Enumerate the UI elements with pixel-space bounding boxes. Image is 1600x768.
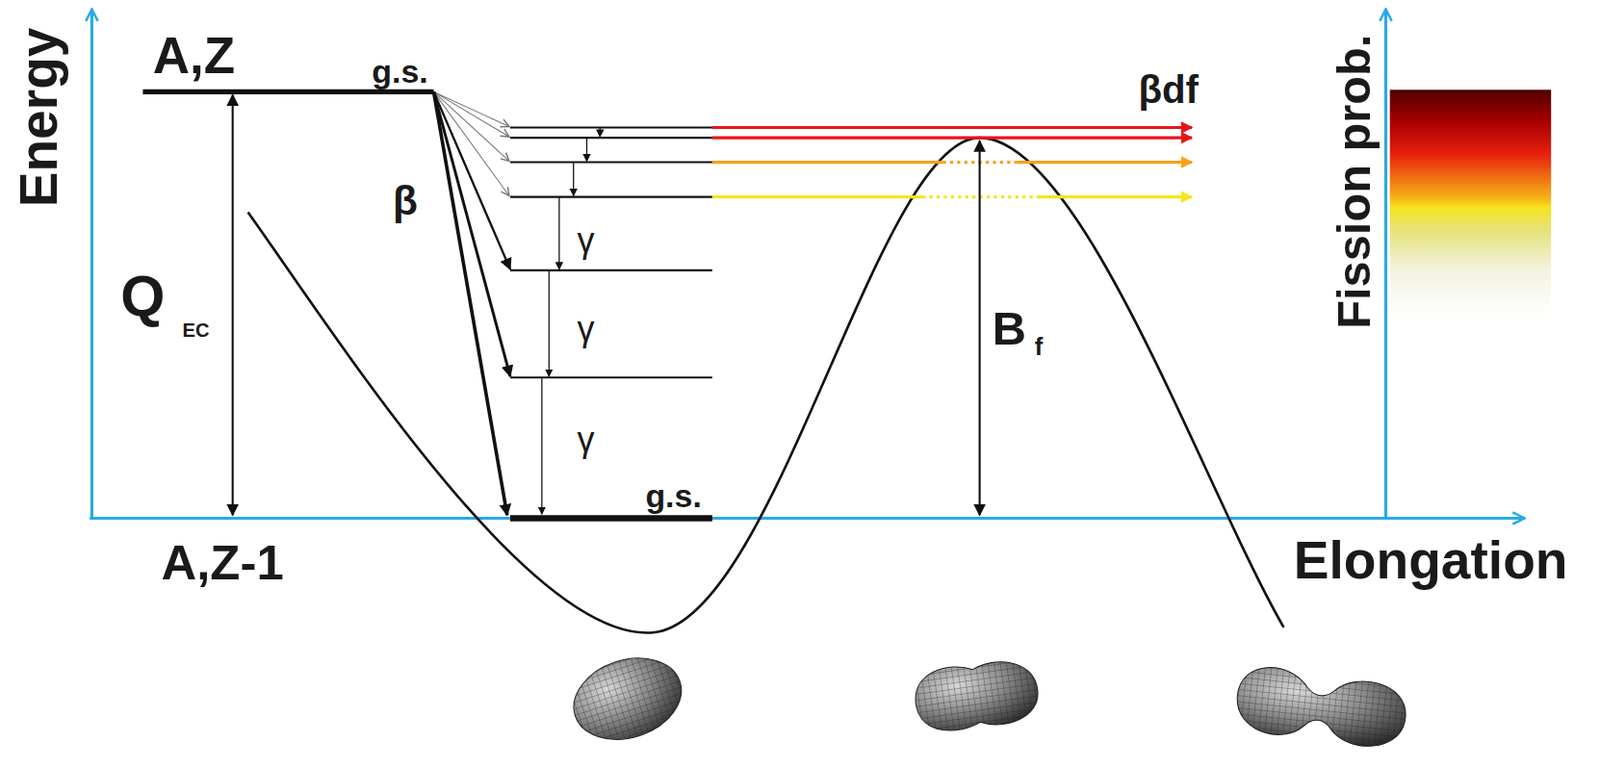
q-value-arrow: [232, 95, 234, 517]
gamma-arrow: [558, 197, 560, 270]
gamma-arrow: [572, 162, 574, 197]
energy-axis: [90, 9, 94, 519]
level: [510, 136, 713, 139]
nucleus-shape: [911, 655, 1042, 736]
q-symbol: Q: [120, 267, 165, 325]
gamma-arrow: [541, 377, 542, 515]
potential-curve: [248, 137, 1285, 633]
gamma-label: γ: [576, 421, 594, 457]
parent-level: [142, 89, 434, 95]
nucleus-body: [911, 655, 1042, 736]
daughter-level: [510, 515, 713, 521]
nucleus-mesh: [911, 655, 1042, 736]
elongation-axis: [89, 516, 1524, 520]
process-label: βdf: [1137, 70, 1199, 109]
level: [510, 160, 713, 163]
level-label: g.s.: [371, 54, 428, 88]
level: [510, 376, 713, 379]
axis-title: Elongation: [1293, 533, 1569, 587]
beta-arrow: [433, 91, 511, 269]
nucleus-label: A,Z: [153, 30, 235, 82]
level: [510, 196, 713, 199]
fission-path: [712, 136, 1192, 140]
beta-arrow: [433, 91, 507, 516]
gamma-label: γ: [576, 222, 594, 258]
nucleus-mesh: [1233, 664, 1409, 750]
barrier-subscript: f: [1034, 335, 1043, 360]
beta-arrow: [433, 91, 511, 377]
barrier-arrow: [979, 140, 981, 516]
axis-title: Energy: [12, 26, 66, 207]
fission-path: [1016, 160, 1192, 164]
fission-path: [712, 160, 944, 164]
q-subscript: EC: [182, 320, 210, 340]
nucleus-body: [563, 645, 693, 753]
axis-title: Fission prob.: [1329, 34, 1377, 330]
level-label: g.s.: [645, 479, 701, 513]
nucleus-shape: [1233, 664, 1409, 750]
level: [510, 126, 713, 129]
fission-path: [1036, 195, 1192, 199]
gamma-arrow: [599, 128, 601, 138]
gamma-arrow: [586, 137, 588, 161]
barrier-symbol: B: [992, 305, 1027, 353]
fission-path: [712, 195, 923, 199]
nucleus-body: [1233, 664, 1409, 750]
gamma-label: γ: [576, 310, 594, 346]
fission-path: [712, 126, 1192, 130]
probability-axis: [1384, 9, 1388, 519]
beta-arrow: [433, 91, 509, 127]
probability-bar: [1390, 89, 1551, 316]
gamma-arrow: [548, 270, 550, 377]
nucleus-mesh: [563, 645, 693, 753]
nucleus-shape: [563, 645, 693, 753]
nucleus-label: A,Z-1: [160, 539, 284, 589]
level: [510, 269, 713, 272]
decay-symbol: β: [392, 180, 418, 221]
